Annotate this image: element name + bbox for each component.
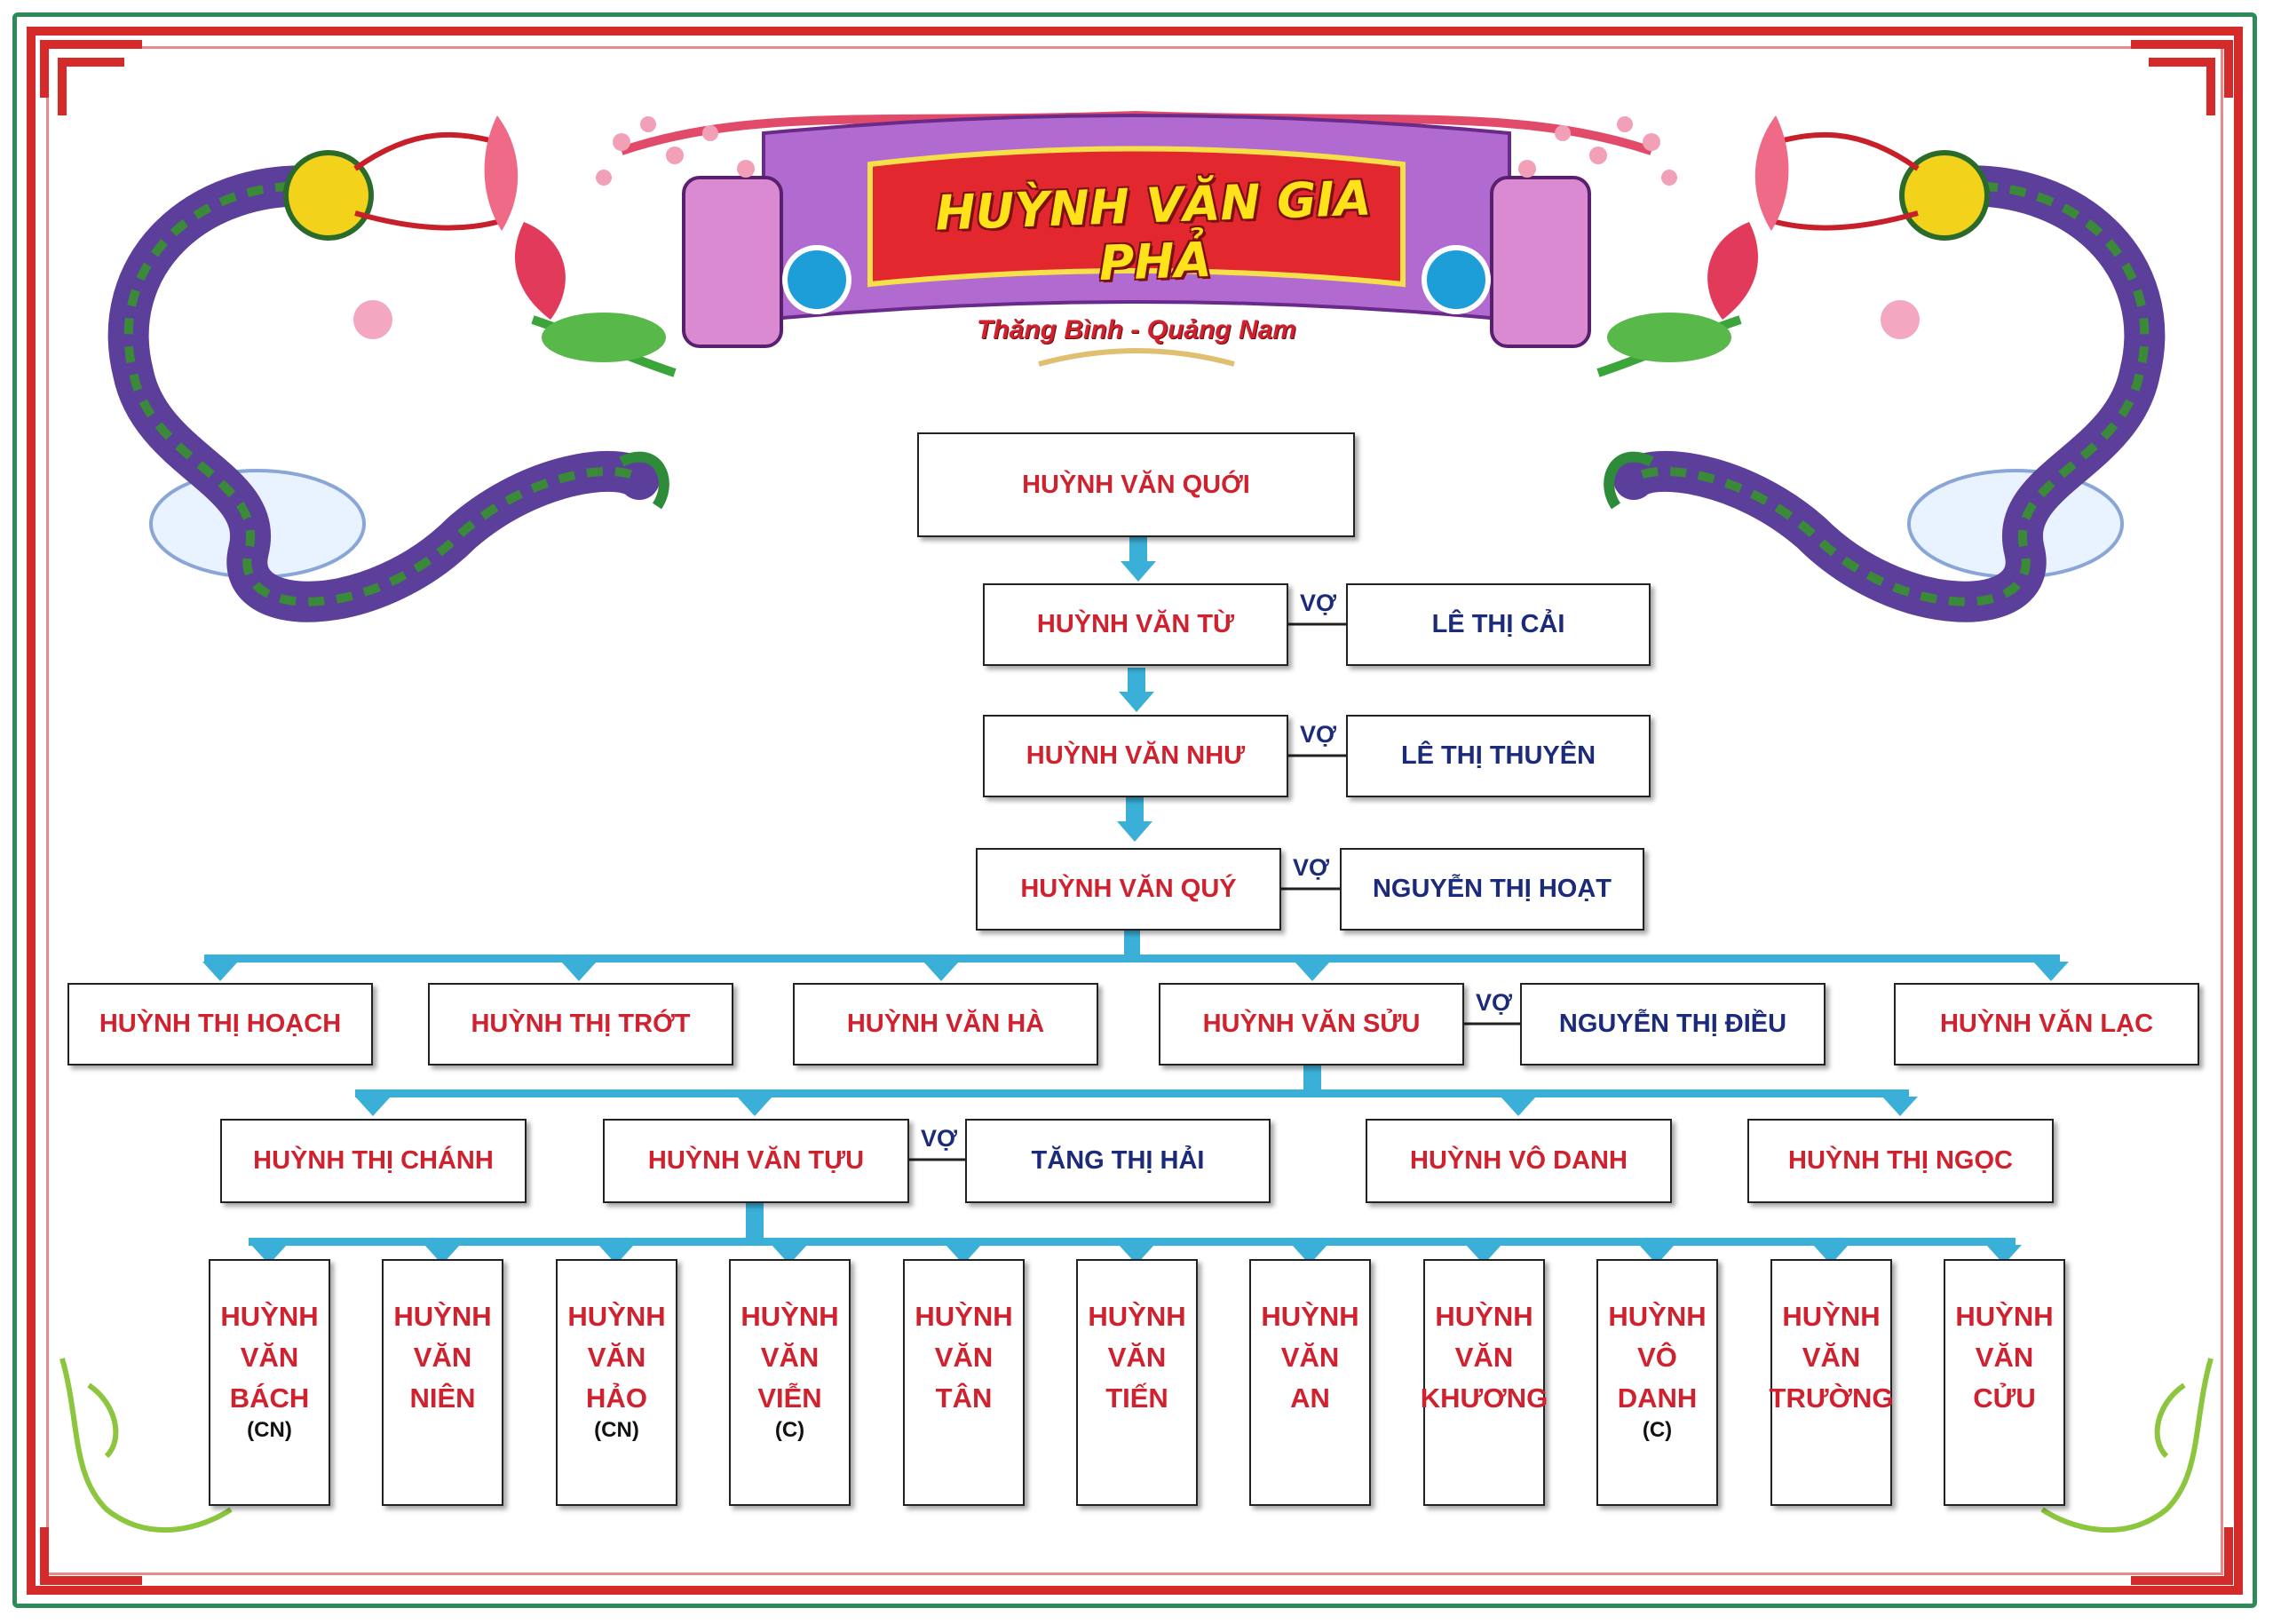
person-g6-1: HUỲNH THỊ CHÁNH (220, 1119, 527, 1203)
person-g7-name-line: HUỲNH (1608, 1301, 1707, 1332)
spouse-label-g3: VỢ (1300, 721, 1337, 748)
person-g7-10: HUỲNH VĂN TRƯỜNG (1769, 1259, 1894, 1506)
title-scroll-banner-icon (620, 110, 1653, 367)
person-g7-name-line: VĂN (1802, 1342, 1861, 1373)
person-g7-name-line: VĂN (1454, 1342, 1514, 1373)
outer-border (12, 12, 2257, 1608)
person-g7-2: HUỲNH VĂN NIÊN (382, 1259, 503, 1506)
person-g7-name-line: HUỲNH (1261, 1301, 1359, 1332)
person-g7-3: HUỲNH VĂN HẢO (CN) (556, 1259, 677, 1506)
person-g7-name-line: HUỲNH (1782, 1301, 1881, 1332)
person-g7-name-line: HUỲNH (1435, 1301, 1533, 1332)
vine-ornament-bottom-left-icon (59, 1358, 233, 1533)
page-subtitle: Thăng Bình - Quảng Nam (977, 315, 1296, 345)
person-g7-name-line: TÂN (935, 1382, 993, 1414)
person-g7-name-line: BÁCH (229, 1382, 310, 1414)
spouse-g4: NGUYỄN THỊ HOẠT (1340, 848, 1644, 931)
corner-ornament-top-right (2131, 40, 2233, 115)
person-g5-4: HUỲNH VĂN SỬU (1159, 983, 1464, 1066)
person-g5-2: HUỲNH THỊ TRỚT (428, 983, 733, 1066)
spouse-g3: LÊ THỊ THUYÊN (1346, 715, 1651, 797)
person-g7-name-line: VĂN (1107, 1342, 1167, 1373)
person-g5-5: HUỲNH VĂN LẠC (1894, 983, 2199, 1066)
person-g7-name-line: HUỲNH (567, 1301, 666, 1332)
vine-ornament-bottom-right-icon (2040, 1358, 2214, 1533)
dragon-right-icon (1604, 131, 2166, 622)
spouse-label-g6: VỢ (921, 1125, 958, 1152)
corner-ornament-top-left (40, 40, 142, 115)
spouse-g6: TĂNG THỊ HẢI (965, 1119, 1271, 1203)
person-g6-3: HUỲNH VÔ DANH (1366, 1119, 1672, 1203)
person-g7-name-line: HUỲNH (220, 1301, 319, 1332)
lotus-right-icon (1596, 115, 1789, 377)
person-g7-name-line: NIÊN (409, 1382, 476, 1414)
corner-ornament-bottom-right (2131, 1527, 2233, 1585)
person-g7-8: HUỲNH VĂN KHƯƠNG (1420, 1259, 1548, 1506)
inner-border (46, 46, 2223, 1575)
person-g7-name-line: HUỲNH (915, 1301, 1013, 1332)
person-g7-name-line: VÔ (1637, 1342, 1677, 1373)
person-g7-7: HUỲNH VĂN AN (1249, 1259, 1371, 1506)
person-g7-note: (CN) (247, 1418, 292, 1442)
person-g7-5: HUỲNH VĂN TÂN (903, 1259, 1025, 1506)
person-g7-name-line: CỬU (1973, 1382, 2036, 1414)
spouse-g5: NGUYỄN THỊ ĐIỀU (1520, 983, 1826, 1066)
person-g7-name-line: VĂN (760, 1342, 820, 1373)
person-g7-name-line: HUỲNH (1088, 1301, 1186, 1332)
person-g6-4: HUỲNH THỊ NGỌC (1747, 1119, 2054, 1203)
person-g7-name-line: DANH (1617, 1382, 1698, 1414)
blossom-branch-left-icon (596, 116, 755, 186)
spouse-g2: LÊ THỊ CẢI (1346, 583, 1651, 666)
person-g7-name-line: TIẾN (1105, 1382, 1168, 1414)
person-g7-4: HUỲNH VĂN VIỄN (C) (729, 1259, 851, 1506)
person-g7-name-line: HẢO (586, 1382, 647, 1414)
person-g7-name-line: VĂN (587, 1342, 646, 1373)
person-g5-3: HUỲNH VĂN HÀ (793, 983, 1098, 1066)
lotus-left-icon (484, 115, 677, 377)
person-g7-name-line: VĂN (413, 1342, 472, 1373)
person-g7-name-line: AN (1290, 1382, 1330, 1414)
person-g7-1: HUỲNH VĂN BÁCH (CN) (209, 1259, 330, 1506)
person-g1: HUỲNH VĂN QUỚI (917, 432, 1355, 537)
blossom-branch-right-icon (1518, 116, 1677, 186)
person-g3: HUỲNH VĂN NHƯ (983, 715, 1288, 797)
dragon-left-icon (107, 131, 669, 622)
person-g7-name-line: VĂN (240, 1342, 299, 1373)
corner-ornament-bottom-left (40, 1527, 142, 1585)
person-g4: HUỲNH VĂN QUÝ (976, 848, 1281, 931)
person-g7-name-line: HUỲNH (393, 1301, 492, 1332)
person-g6-2: HUỲNH VĂN TỰU (603, 1119, 909, 1203)
person-g7-name-line: HUỲNH (1955, 1301, 2054, 1332)
page-title: HUỲNH VĂN GIA PHẢ (934, 170, 1373, 292)
person-g7-note: (C) (774, 1418, 805, 1442)
person-g7-9: HUỲNH VÔ DANH (C) (1596, 1259, 1718, 1506)
person-g7-name-line: KHƯƠNG (1420, 1382, 1548, 1414)
person-g7-6: HUỲNH VĂN TIẾN (1076, 1259, 1198, 1506)
person-g7-name-line: VĂN (934, 1342, 994, 1373)
person-g7-name-line: VĂN (1280, 1342, 1340, 1373)
spouse-label-g5: VỢ (1476, 989, 1513, 1016)
tree-connectors (202, 537, 2069, 1264)
person-g7-11: HUỲNH VĂN CỬU (1944, 1259, 2065, 1506)
person-g7-name-line: HUỲNH (741, 1301, 839, 1332)
spouse-label-g4: VỢ (1293, 854, 1330, 881)
person-g2: HUỲNH VĂN TỪ (983, 583, 1288, 666)
person-g7-note: (CN) (594, 1418, 639, 1442)
person-g7-name-line: VĂN (1975, 1342, 2034, 1373)
red-key-border (27, 27, 2243, 1595)
person-g7-name-line: VIỄN (757, 1382, 822, 1414)
spouse-label-g2: VỢ (1300, 590, 1337, 616)
person-g7-note: (C) (1642, 1418, 1673, 1442)
person-g5-1: HUỲNH THỊ HOẠCH (67, 983, 373, 1066)
spouse-connectors (909, 622, 1520, 1161)
person-g7-name-line: TRƯỜNG (1769, 1382, 1894, 1414)
